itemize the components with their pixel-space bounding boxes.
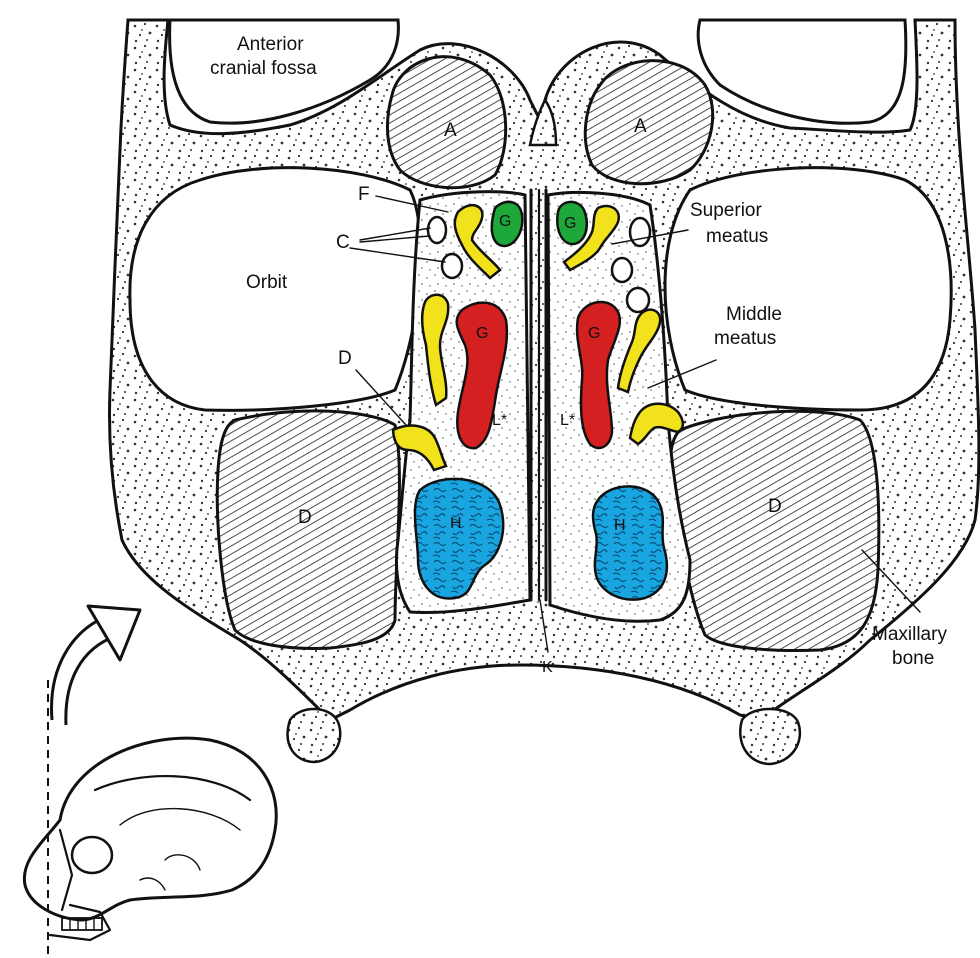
maxillary-sinus-left bbox=[217, 411, 399, 648]
ethmoid-cell-right-2 bbox=[612, 258, 632, 282]
inferior-turbinate-right bbox=[593, 486, 667, 599]
label-a-right: A bbox=[634, 116, 647, 137]
label-l-right: L* bbox=[560, 412, 575, 429]
label-g-right-upper: G bbox=[564, 215, 576, 232]
skull-inset-orbit bbox=[72, 837, 112, 873]
label-c: C bbox=[336, 232, 350, 253]
label-a-left: A bbox=[444, 120, 457, 141]
skull-inset bbox=[24, 680, 276, 955]
label-g-left-upper: G bbox=[499, 213, 511, 230]
label-h-right: H bbox=[614, 517, 626, 534]
label-superior-meatus-line2: meatus bbox=[706, 226, 768, 247]
ethmoid-cell-left-1 bbox=[428, 217, 446, 243]
label-middle-meatus-line1: Middle bbox=[726, 304, 782, 325]
alveolar-knob-right bbox=[740, 709, 800, 764]
label-g-left: G bbox=[476, 325, 488, 342]
curved-arrow-icon bbox=[52, 606, 140, 725]
frontal-sinus-right bbox=[585, 61, 712, 184]
label-f: F bbox=[358, 184, 370, 205]
label-middle-meatus-line2: meatus bbox=[714, 328, 776, 349]
label-maxillary-bone-line2: bone bbox=[892, 648, 934, 669]
label-h-left: H bbox=[450, 515, 462, 532]
ethmoid-cell-right-3 bbox=[627, 288, 649, 312]
label-l-left: L* bbox=[492, 412, 507, 429]
alveolar-knob-left bbox=[288, 709, 341, 762]
label-d-left: D bbox=[298, 507, 312, 528]
label-k: K bbox=[542, 659, 553, 676]
label-g-right: G bbox=[588, 325, 600, 342]
ethmoid-cell-left-2 bbox=[442, 254, 462, 278]
label-orbit: Orbit bbox=[246, 272, 288, 293]
label-maxillary-bone-line1: Maxillary bbox=[872, 624, 947, 645]
maxillary-sinus-right bbox=[670, 411, 879, 650]
label-anterior-cranial-fossa-line2: cranial fossa bbox=[210, 58, 317, 79]
label-superior-meatus-line1: Superior bbox=[690, 200, 762, 221]
label-d-leader: D bbox=[338, 348, 352, 369]
label-anterior-cranial-fossa-line1: Anterior bbox=[237, 34, 304, 55]
label-d-right: D bbox=[768, 496, 782, 517]
ethmoid-cell-right-1 bbox=[630, 218, 650, 246]
